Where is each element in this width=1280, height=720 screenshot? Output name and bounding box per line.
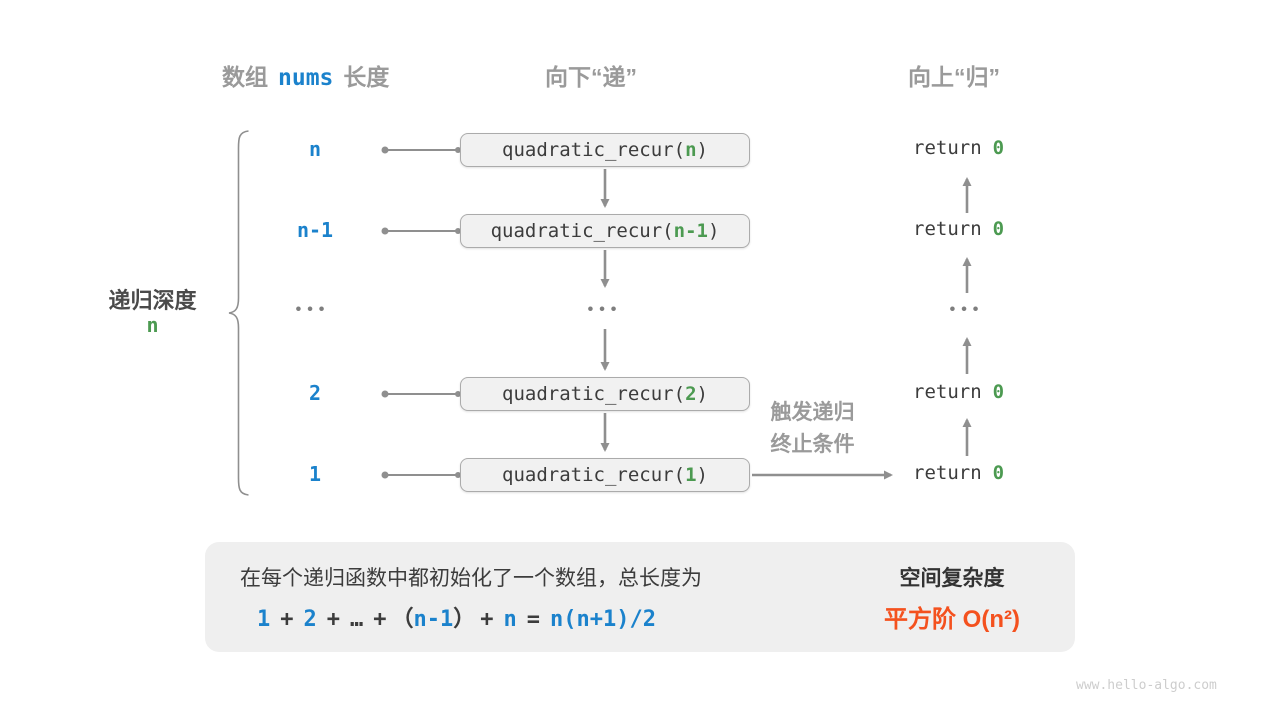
length-label-1: 1 (308, 462, 322, 486)
header-array-suffix: 长度 (343, 64, 390, 90)
connector-dot (455, 147, 461, 153)
formula-token: n (503, 607, 517, 632)
connector-dot (455, 472, 461, 478)
call-box-2: quadratic_recur(2) (460, 377, 750, 411)
connector-dot (381, 390, 389, 398)
return-statement: return 0 (913, 462, 1004, 484)
connector-dot (455, 391, 461, 397)
header-array-length: 数组 nums 长度 (222, 58, 389, 92)
call-suffix: ) (707, 220, 720, 242)
depth-brace (228, 130, 249, 496)
return-keyword: return (913, 137, 982, 159)
trigger-note-line1: 触发递归 (770, 401, 855, 424)
header-upward: 向上“归” (908, 64, 1000, 90)
formula-token: n-1 (413, 607, 454, 632)
header-array-prefix: 数组 (222, 64, 268, 90)
formula-token: + (280, 607, 294, 632)
connector-dot (381, 146, 389, 154)
formula-token: （ (391, 607, 414, 632)
return-statement: return 0 (913, 218, 1004, 240)
depth-title: 递归深度 (108, 288, 197, 313)
return-keyword: return (913, 462, 982, 484)
return-value: 0 (992, 137, 1005, 159)
watermark: www.hello-algo.com (1076, 678, 1217, 693)
return-value: 0 (992, 462, 1005, 484)
formula-token: + (373, 607, 387, 632)
connector-dot (381, 471, 389, 479)
length-label-n-1: n-1 (296, 218, 334, 242)
formula-token: + (326, 607, 340, 632)
ellipsis-middle: ••• (587, 301, 623, 318)
formula-token: … (350, 607, 364, 632)
space-complexity-value: 平方阶 O(n²) (884, 606, 1020, 633)
formula-token: n(n+1)/2 (550, 607, 656, 632)
header-array-var: nums (278, 65, 334, 91)
space-complexity-title: 空间复杂度 (899, 567, 1005, 590)
return-value: 0 (992, 218, 1005, 240)
call-box-n-1: quadratic_recur(n-1) (460, 214, 750, 248)
summary-box (205, 542, 1075, 652)
call-arg: n-1 (673, 220, 708, 242)
formula-token: ） (453, 607, 476, 632)
ellipsis-left: ••• (295, 301, 331, 318)
call-suffix: ) (696, 139, 708, 161)
call-arg: 2 (685, 383, 697, 405)
call-prefix: quadratic_recur( (502, 383, 686, 405)
summary-description: 在每个递归函数中都初始化了一个数组，总长度为 (240, 567, 702, 590)
call-prefix: quadratic_recur( (502, 464, 686, 486)
return-statement: return 0 (913, 381, 1004, 403)
header-downward: 向下“递” (545, 64, 637, 90)
connector-dot (381, 227, 389, 235)
formula-token: 1 (257, 607, 271, 632)
call-prefix: quadratic_recur( (502, 139, 686, 161)
connector-dot (455, 228, 461, 234)
call-suffix: ) (696, 464, 708, 486)
return-keyword: return (913, 381, 982, 403)
trigger-note-line2: 终止条件 (770, 433, 855, 456)
depth-value: n (146, 313, 159, 337)
formula-token: 2 (303, 607, 317, 632)
call-suffix: ) (696, 383, 708, 405)
call-prefix: quadratic_recur( (490, 220, 674, 242)
return-keyword: return (913, 218, 982, 240)
length-label-n: n (308, 137, 322, 161)
call-arg: 1 (685, 464, 697, 486)
ellipsis-right: ••• (949, 301, 985, 318)
call-box-n: quadratic_recur(n) (460, 133, 750, 167)
formula-token: = (526, 607, 541, 632)
call-box-1: quadratic_recur(1) (460, 458, 750, 492)
return-value: 0 (992, 381, 1005, 403)
call-arg: n (685, 139, 697, 161)
return-statement: return 0 (913, 137, 1004, 159)
summary-formula: 1+2+…+（n-1）+n=n(n+1)/2 (252, 601, 661, 633)
length-label-2: 2 (308, 381, 322, 405)
formula-token: + (480, 607, 494, 632)
